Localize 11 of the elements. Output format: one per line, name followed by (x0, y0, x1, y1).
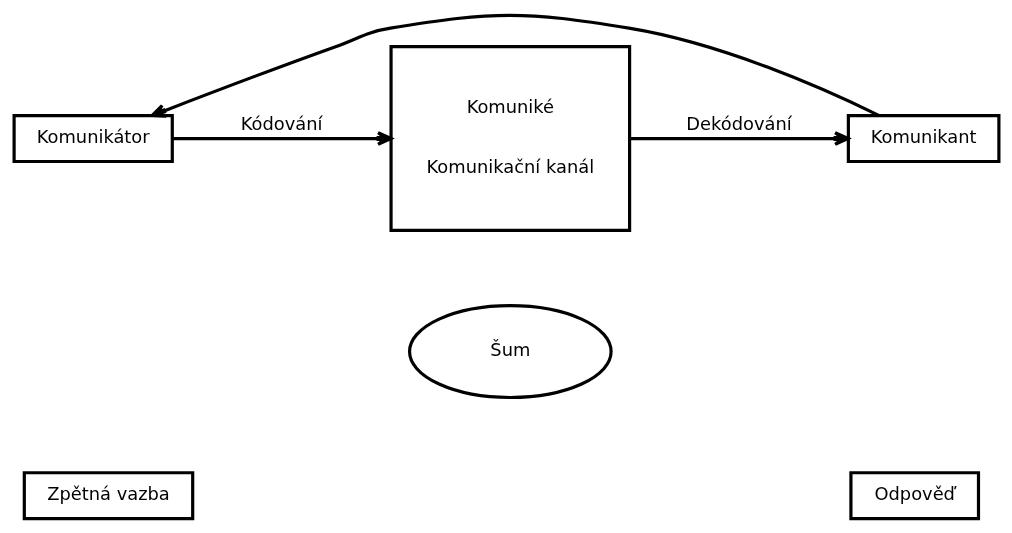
node-ellipse: Šum (407, 303, 613, 399)
arrow (150, 13, 879, 118)
node-box: Odpověď (848, 470, 980, 520)
node-box: Zpětná vazba (22, 470, 194, 520)
node-box: Komunikátor (12, 113, 174, 163)
arrow (172, 130, 392, 146)
edge-label: Dekódování (685, 112, 792, 134)
arrow (629, 130, 850, 146)
node-box: Komuniké Komunikační kanál (388, 44, 631, 232)
edge-label: Kódování (240, 112, 323, 134)
node-box: Komunikant (846, 113, 1000, 163)
